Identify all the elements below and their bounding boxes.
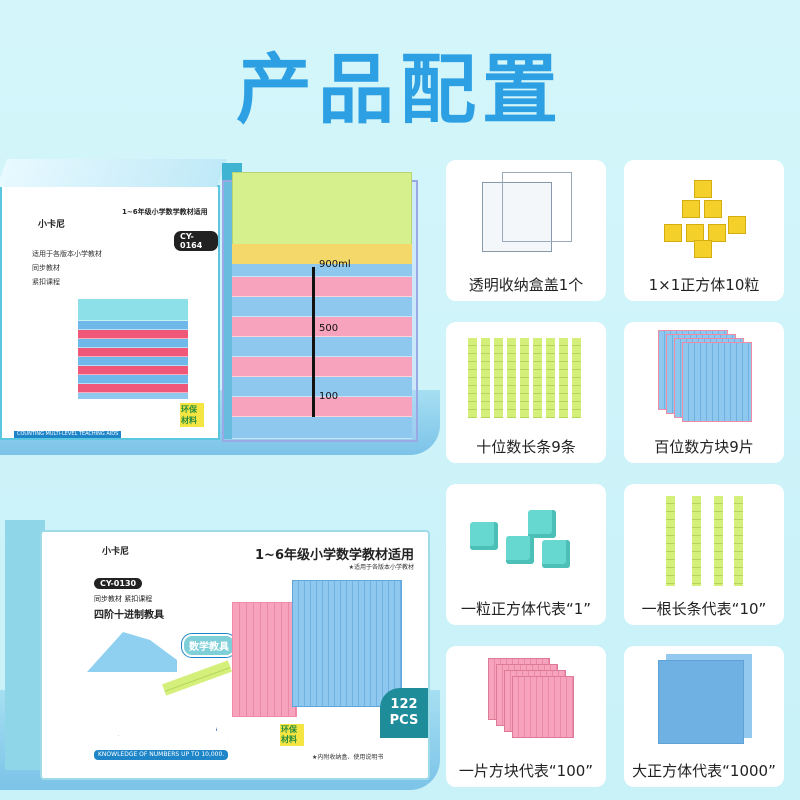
ruler-label: 500 [319,323,339,334]
blue-cubes-image [87,632,177,672]
grade-subtext: ★适用于各版本小学教材 [348,564,414,571]
card-label: 一粒正方体代表“1” [460,600,592,618]
grade-text: 1~6年级小学数学教材适用 [122,208,208,216]
card-clear-box: 透明收纳盒盖1个 [446,160,606,301]
card-label: 透明收纳盒盖1个 [468,276,584,294]
card-unit-cube: 一粒正方体代表“1” [446,484,606,625]
green-rods-icon [446,322,606,430]
product-name-en: KNOWLEDGE OF NUMBERS UP TO 10,000. [94,750,229,760]
yellow-cubes-icon [624,160,784,268]
blue-cube-icon [624,646,784,754]
card-ten-rods: 十位数长条9条 [446,322,606,463]
card-yellow-cubes: 1×1正方体10粒 [624,160,784,301]
card-thousand-cube: 大正方体代表“1000” [624,646,784,787]
tagline: 同步教材 紧扣课程 [94,595,153,603]
product-box-cy0130: 小卡尼 1~6年级小学数学教材适用 ★适用于各版本小学教材 CY-0130 同步… [40,530,430,780]
feature-item: 适用于各版本小学教材 [32,250,102,258]
card-label: 一根长条代表“10” [641,600,767,618]
green-rods-icon [624,484,784,592]
card-label: 一片方块代表“100” [458,762,594,780]
box-side [5,520,45,770]
cube-lid-edge [232,244,412,264]
brand-logo: 小卡尼 [102,547,130,557]
card-label: 大正方体代表“1000” [632,762,776,780]
ruler-label: 100 [319,391,339,402]
card-ten-rod: 一根长条代表“10” [624,484,784,625]
measurement-ruler: 900ml 500 100 [312,259,351,417]
product-name: 万以内数的认识 [91,719,247,744]
feature-item: 紧扣课程 [32,278,60,286]
blue-cube-image [292,580,402,707]
card-hundred-plate: 一片方块代表“100” [446,646,606,787]
cube-lid [232,172,412,247]
card-label: 1×1正方体10粒 [648,276,760,294]
speech-bubble: 数学教具 [182,634,236,657]
page-title: 产品配置 [236,45,564,134]
brand-logo: 小卡尼 [38,220,66,230]
eco-badge: 环保材料 [280,724,304,746]
piece-unit: PCS [389,713,419,728]
blue-plates-icon [624,322,784,430]
pink-plates-icon [446,646,606,754]
description: 四阶十进制教具 [94,610,164,621]
layered-blocks-image [78,299,188,399]
layered-blocks [232,257,412,439]
eco-badge: 环保材料 [180,403,204,427]
card-label: 百位数方块9片 [654,438,754,456]
ruler-label: 900ml [319,259,351,270]
product-name: 计数多层教具 [12,402,133,426]
clear-box-icon [446,160,606,268]
model-badge: CY-0164 [174,231,218,251]
teal-cubes-icon [446,484,606,592]
model-badge: CY-0130 [94,578,143,589]
card-label: 十位数长条9条 [476,438,576,456]
clear-storage-cube: 900ml 500 100 [222,172,418,442]
card-hundred-plates: 百位数方块9片 [624,322,784,463]
grade-text: 1~6年级小学数学教材适用 [255,548,414,563]
feature-item: 同步教材 [32,264,60,272]
product-box-cy0164: 小卡尼 1~6年级小学数学教材适用 CY-0164 适用于各版本小学教材 同步教… [0,159,242,440]
piece-count: 122 [390,697,418,712]
pink-plate-image [232,602,297,717]
package-note: ★内附收纳盒、使用说明书 [312,754,384,761]
box-top [0,159,228,187]
product-name-en: COUNTING MULTI-LEVEL TEACHING AIDS [14,431,122,438]
piece-count-badge: 122 PCS [380,688,428,738]
feature-list: 适用于各版本小学教材 同步教材 紧扣课程 [32,247,102,289]
